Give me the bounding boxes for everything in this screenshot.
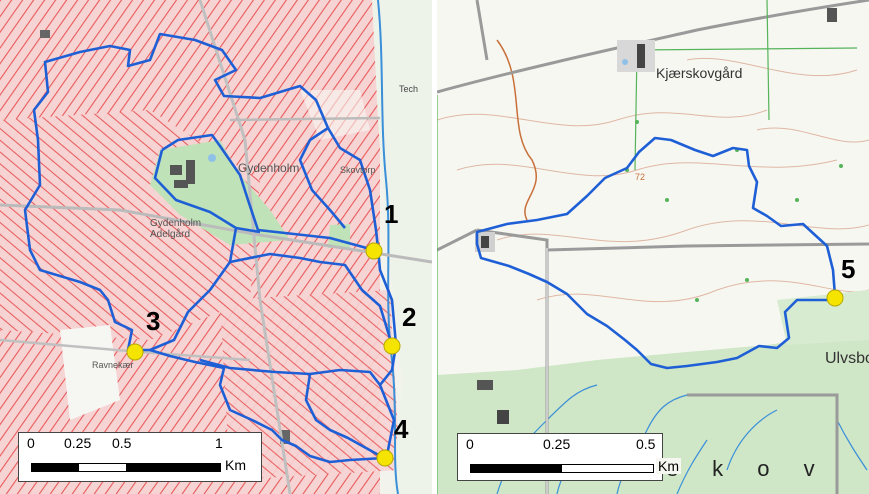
stream (377, 0, 399, 494)
place-label-adelgard: Gydenholm Adelgård (150, 218, 202, 240)
place-label-gydenholm: Gydenholm (238, 161, 300, 175)
track (496, 39, 538, 221)
scale-tick-1: 1 (215, 435, 223, 451)
right-map-canvas (437, 0, 869, 494)
point-label-5: 5 (841, 254, 856, 284)
left-map-panel[interactable]: Gydenholm Gydenholm Adelgård Tech Ravnek… (0, 0, 432, 494)
sampling-points (126, 242, 401, 467)
point-label-1: 1 (384, 199, 399, 229)
panel-divider (432, 0, 437, 494)
catchment-boundaries (23, 32, 398, 464)
scale-tick-0-right: 0 (466, 436, 474, 452)
point-label-3: 3 (146, 306, 161, 336)
road (0, 203, 432, 264)
scale-bar-segments-right (470, 464, 654, 473)
contour-label: 72 (635, 172, 646, 182)
left-map-canvas (0, 0, 432, 494)
scale-tick-025: 0.25 (64, 435, 92, 451)
forest-name-letters: s k o v (667, 456, 829, 481)
scale-unit: Km (225, 457, 246, 473)
scale-tick-0: 0 (27, 435, 35, 451)
scale-unit-right: Km (656, 458, 681, 474)
right-map-panel[interactable]: Kjærskovgård Ulvsbo 72 5 s k o v 0 0.25 … (437, 0, 869, 494)
scale-bar-left: 0 0.25 0.5 1 Km (18, 432, 262, 482)
scale-tick-05: 0.5 (112, 435, 132, 451)
scale-bar-right: 0 0.25 0.5 Km (457, 433, 681, 481)
contour-lines (437, 57, 869, 303)
manor-buildings (170, 154, 216, 188)
place-label-small-a: Tech (399, 84, 419, 94)
place-label-kjaerskovgard: Kjærskovgård (656, 65, 743, 81)
sampling-point-5 (826, 289, 844, 307)
point-label-2: 2 (402, 302, 417, 332)
place-label-ulvsbo: Ulvsbo (825, 350, 869, 367)
rural-edge (372, 0, 432, 494)
place-label-small-b: Ravnekær (92, 360, 134, 370)
scale-bar-segments (31, 463, 221, 472)
scale-tick-05-right: 0.5 (636, 436, 656, 452)
roads (437, 0, 869, 494)
point-label-4: 4 (394, 414, 409, 444)
place-label-small-c: Skovtorp (340, 165, 376, 175)
scale-tick-025-right: 0.25 (543, 436, 571, 452)
farm-buildings (475, 8, 837, 424)
